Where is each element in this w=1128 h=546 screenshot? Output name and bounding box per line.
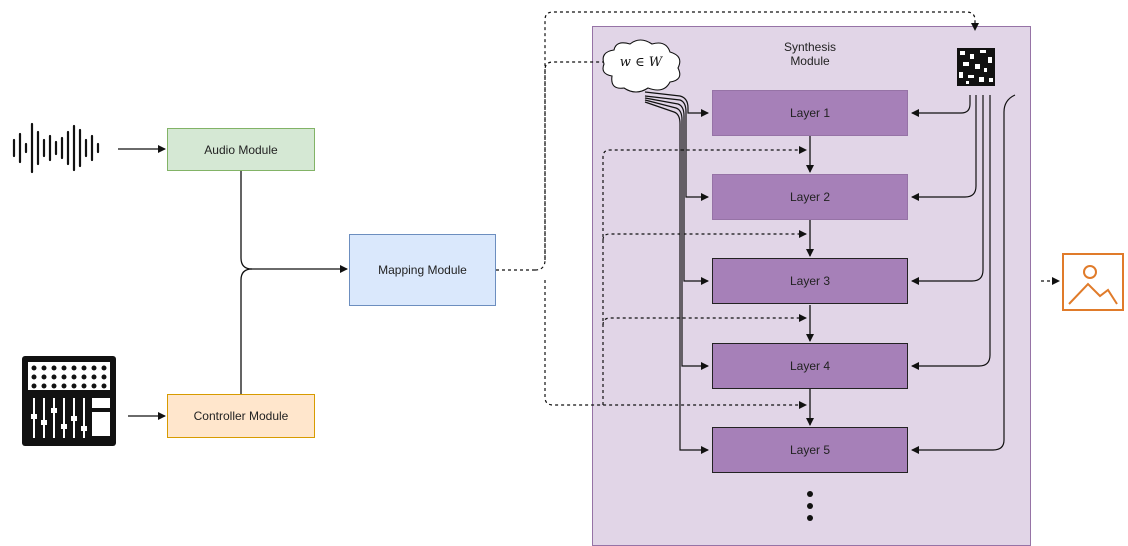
layer-3-box: Layer 3 (712, 258, 908, 304)
layer-2-label: Layer 2 (789, 190, 831, 204)
more-layers-ellipsis (807, 491, 813, 521)
audio-module-box: Audio Module (167, 128, 315, 171)
audio-waveform-icon (12, 122, 100, 174)
latent-cloud-shape (602, 39, 681, 93)
layer-1-label: Layer 1 (789, 106, 831, 120)
synthesis-title-line1: Synthesis (783, 40, 837, 54)
layer-3-label: Layer 3 (789, 274, 831, 288)
mapping-module-label: Mapping Module (378, 263, 467, 277)
layer-4-box: Layer 4 (712, 343, 908, 389)
synthesis-title-line2: Module (790, 54, 830, 68)
layer-1-box: Layer 1 (712, 90, 908, 136)
controller-module-label: Controller Module (193, 409, 289, 423)
controller-module-box: Controller Module (167, 394, 315, 438)
mapping-module-box: Mapping Module (349, 234, 496, 306)
layer-5-box: Layer 5 (712, 427, 908, 473)
audio-module-label: Audio Module (204, 142, 278, 157)
layer-2-box: Layer 2 (712, 174, 908, 220)
mixer-console-icon (22, 356, 116, 446)
synthesis-module-title: Synthesis Module (760, 40, 860, 68)
image-output-icon (1062, 253, 1124, 311)
layer-5-label: Layer 5 (789, 443, 831, 457)
noise-pattern-icon (957, 48, 995, 86)
layer-4-label: Layer 4 (789, 359, 831, 373)
latent-space-label: w ∈ W (619, 55, 663, 70)
